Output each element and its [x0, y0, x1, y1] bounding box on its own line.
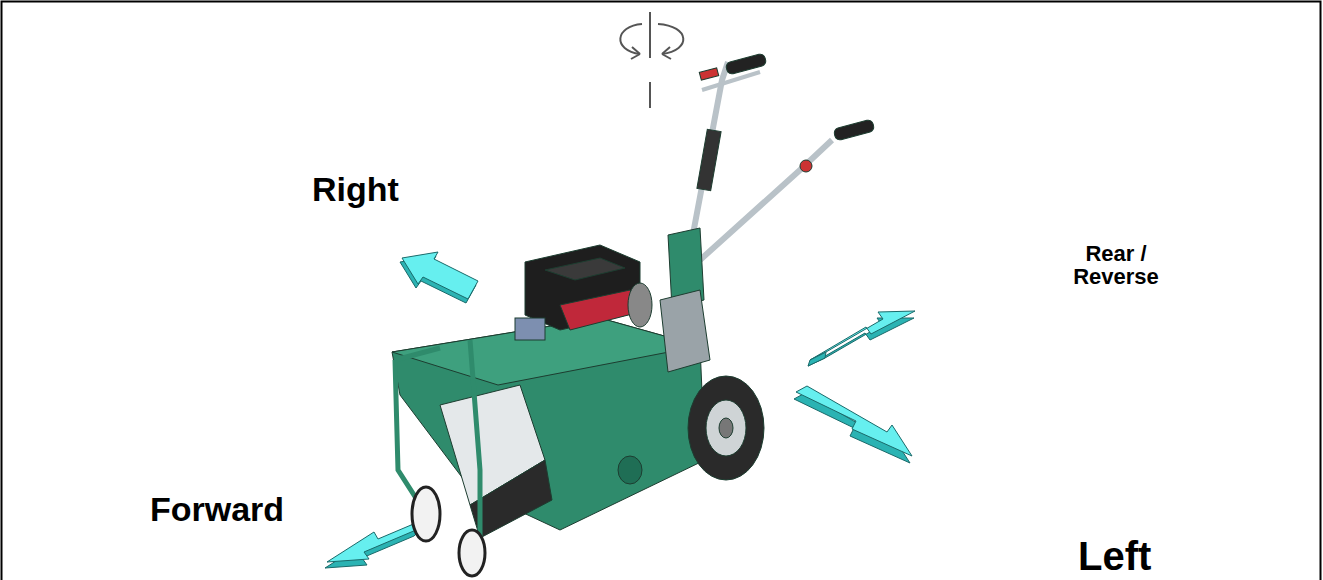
direction-label: Forward: [150, 492, 284, 528]
direction-label: Right: [312, 172, 399, 208]
sod-cutter-illustration: [392, 53, 875, 576]
direction-arrows: [325, 252, 915, 568]
direction-label: Left: [1078, 535, 1151, 577]
direction-label: Rear / Reverse: [1055, 242, 1177, 288]
rotation-symbol: [620, 12, 683, 108]
